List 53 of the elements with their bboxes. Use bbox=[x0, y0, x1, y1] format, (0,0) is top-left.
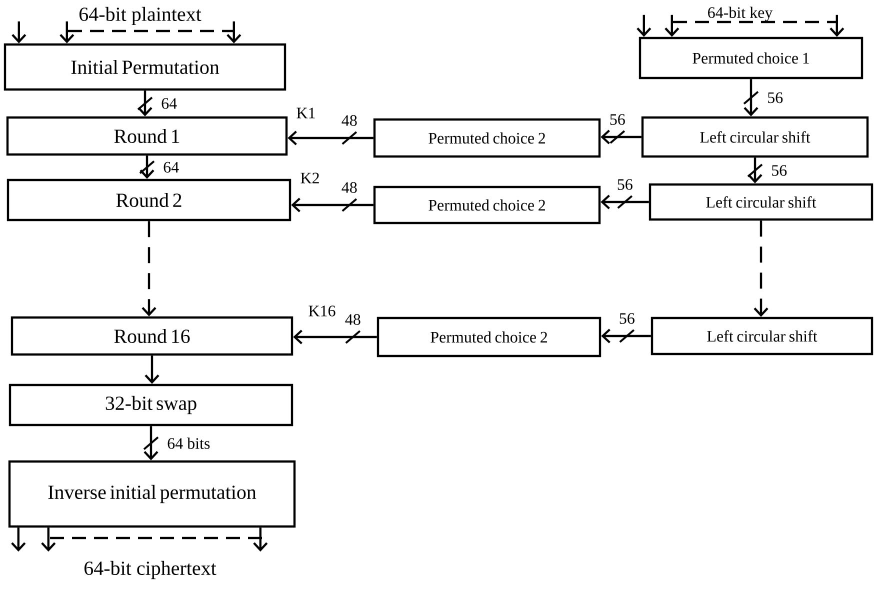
arrow bbox=[600, 194, 649, 210]
arrow bbox=[253, 528, 268, 552]
signal-label: 64-bit key bbox=[708, 6, 773, 22]
arrow bbox=[142, 221, 156, 316]
arrow bbox=[291, 198, 374, 212]
signal-label: K2 bbox=[300, 172, 319, 184]
arrow bbox=[754, 220, 768, 317]
edge-label: 56 bbox=[608, 113, 626, 126]
process-box: Round 1 bbox=[6, 116, 288, 156]
signal-label: 64-bit plaintext bbox=[80, 6, 202, 26]
arrow bbox=[41, 528, 56, 552]
process-box: Round 2 bbox=[6, 178, 292, 222]
edge-label: 56 bbox=[770, 164, 788, 177]
edge-label: 64 bbox=[160, 97, 178, 110]
arrow bbox=[143, 426, 159, 460]
signal-label: K16 bbox=[308, 306, 336, 316]
arrow bbox=[636, 14, 652, 37]
arrow bbox=[139, 156, 155, 179]
arrow bbox=[601, 328, 651, 344]
arrow bbox=[288, 130, 374, 146]
arrow bbox=[664, 14, 680, 37]
process-box: Inverse initial permutation bbox=[8, 460, 296, 528]
arrow bbox=[137, 90, 153, 116]
process-box: Permuted choice 1 bbox=[638, 36, 864, 80]
process-box: Left circular shift bbox=[641, 116, 869, 158]
process-box: 32-bit swap bbox=[8, 384, 294, 426]
arrow bbox=[747, 158, 763, 184]
edge-label: 56 bbox=[618, 312, 636, 325]
arrow bbox=[600, 130, 642, 144]
edge-label: 56 bbox=[766, 91, 784, 104]
arrow bbox=[12, 21, 26, 44]
edge-label: 48 bbox=[344, 313, 362, 326]
process-box: Permuted choice 2 bbox=[376, 316, 602, 358]
arrow bbox=[293, 330, 377, 344]
process-box: Permuted choice 2 bbox=[373, 118, 601, 158]
process-box: Initial Permutation bbox=[4, 43, 286, 91]
process-box: Permuted choice 2 bbox=[373, 186, 601, 224]
arrow bbox=[743, 79, 759, 116]
edge-label: 56 bbox=[616, 178, 634, 191]
edge-label: 48 bbox=[340, 181, 358, 194]
process-box: Round 16 bbox=[10, 316, 294, 356]
arrow bbox=[60, 21, 74, 44]
arrow bbox=[144, 356, 160, 384]
signal-label: 64-bit ciphertext bbox=[84, 560, 216, 580]
signal-label: K1 bbox=[296, 108, 315, 118]
process-box: Left circular shift bbox=[650, 316, 874, 356]
arrow bbox=[830, 14, 844, 37]
arrow bbox=[226, 21, 242, 44]
edge-label: 64 bits bbox=[166, 436, 212, 450]
process-box: Left circular shift bbox=[648, 183, 874, 221]
edge-label: 64 bbox=[162, 160, 180, 174]
arrow bbox=[11, 528, 26, 552]
edge-label: 48 bbox=[340, 114, 358, 127]
